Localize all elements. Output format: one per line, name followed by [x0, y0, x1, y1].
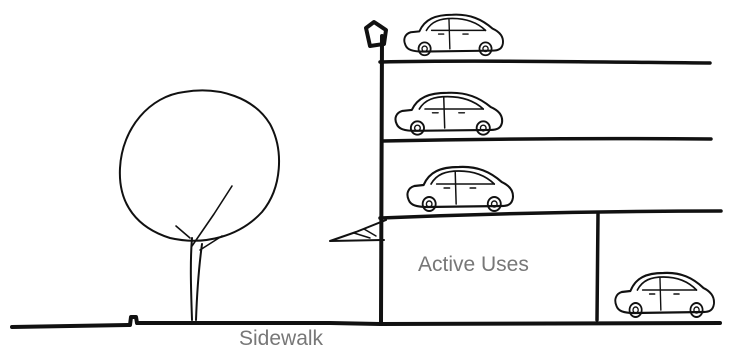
- car-icon: [395, 93, 502, 135]
- car-icon: [404, 15, 503, 56]
- tree-icon: [120, 90, 279, 320]
- ground-line: [12, 317, 720, 327]
- active-uses-label: Active Uses: [418, 253, 529, 277]
- garage-structure: [330, 36, 721, 322]
- car-icon: [615, 273, 714, 317]
- lamp-icon: [366, 22, 386, 46]
- sidewalk-label: Sidewalk: [239, 327, 323, 351]
- car-icon: [407, 167, 513, 211]
